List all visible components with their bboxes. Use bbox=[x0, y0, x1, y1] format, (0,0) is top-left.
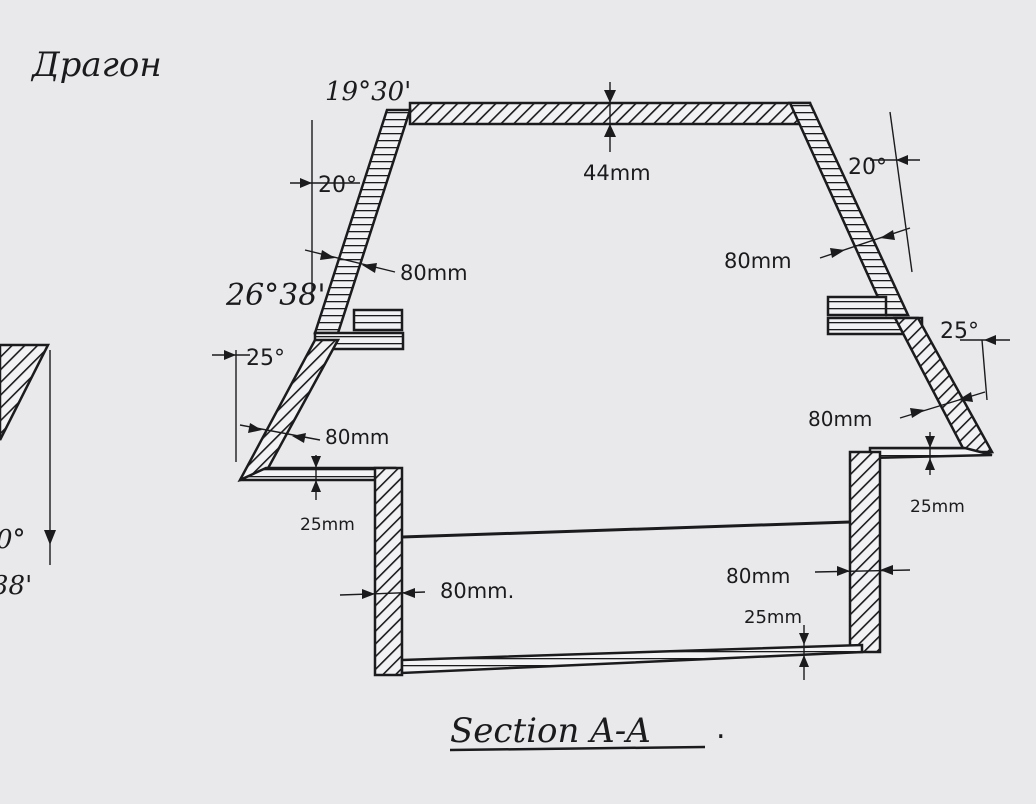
interior-line bbox=[401, 520, 851, 539]
angle-upper-left: 20° bbox=[318, 173, 357, 198]
bottom-left-wall bbox=[373, 466, 404, 677]
header-label: Драгон bbox=[30, 45, 162, 85]
caption-suffix: . bbox=[716, 711, 726, 746]
partial-left-angle: 0° bbox=[0, 525, 26, 555]
bottom-slab bbox=[400, 643, 864, 675]
angle-upper-right: 20° bbox=[848, 155, 887, 180]
dim-left-step: 25mm bbox=[300, 515, 355, 535]
lower-right-wall bbox=[892, 316, 995, 454]
angle-top-left: 19°30' bbox=[325, 77, 411, 107]
left-ledge-top bbox=[352, 308, 404, 332]
dim-top-slab: 44mm bbox=[583, 161, 651, 185]
bottom-right-wall bbox=[848, 450, 882, 654]
dim-lower-right-wall: 80mm bbox=[808, 407, 872, 431]
angle-lower-left: 25° bbox=[246, 346, 285, 371]
left-step-slab bbox=[239, 466, 397, 482]
dim-upper-right-wall: 80mm bbox=[724, 249, 792, 273]
right-step-slab bbox=[868, 446, 993, 460]
upper-left-wall bbox=[313, 108, 412, 335]
upper-right-wall bbox=[788, 101, 910, 317]
dim-right-step: 25mm bbox=[910, 497, 965, 517]
partial-left-drawing bbox=[0, 343, 56, 565]
angle-mid-left: 26°38' bbox=[225, 278, 326, 313]
top-slab bbox=[408, 101, 816, 126]
dim-lower-left-wall: 80mm bbox=[325, 425, 389, 449]
partial-left-minutes: 38' bbox=[0, 571, 32, 601]
caption-underline bbox=[449, 745, 706, 752]
dim-bottom-right-wall: 80mm bbox=[726, 564, 790, 588]
dim-bottom-left-wall: 80mm. bbox=[440, 579, 514, 603]
right-ledge-top bbox=[826, 295, 888, 317]
angle-lower-right: 25° bbox=[940, 319, 979, 344]
dim-bottom-slab: 25mm bbox=[744, 607, 802, 628]
caption-title: Section A-A bbox=[450, 711, 651, 751]
dim-upper-left-wall: 80mm bbox=[400, 261, 468, 285]
dimension-lines bbox=[212, 82, 1010, 680]
